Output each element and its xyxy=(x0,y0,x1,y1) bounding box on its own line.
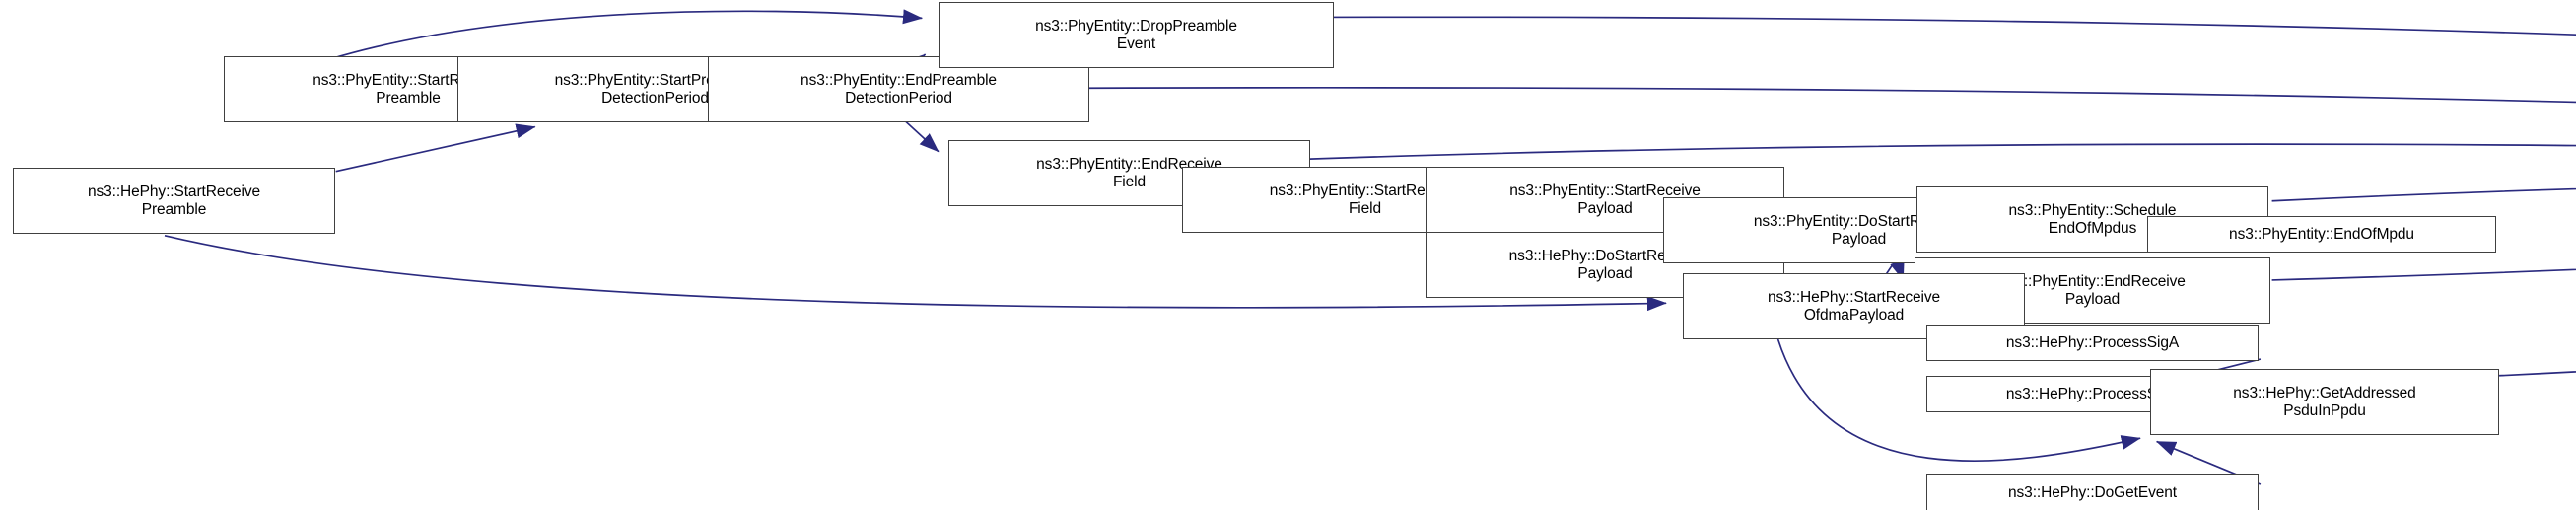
edge-n16-n18 xyxy=(2499,371,2576,377)
graph-node-n12[interactable]: ns3::PhyEntity::EndOfMpdu xyxy=(2147,216,2496,253)
edge-n1-n4 xyxy=(328,9,924,60)
graph-node-n16[interactable]: ns3::HePhy::GetAddressed PsduInPpdu xyxy=(2150,369,2499,435)
edge-n10-n18 xyxy=(2271,187,2576,202)
graph-node-n14[interactable]: ns3::HePhy::ProcessSigA xyxy=(1926,325,2259,361)
edge-n4-n18 xyxy=(1142,16,2576,36)
graph-node-n0[interactable]: ns3::HePhy::StartReceive Preamble xyxy=(13,168,335,234)
graph-node-n17[interactable]: ns3::HePhy::DoGetEvent xyxy=(1926,474,2259,510)
graph-node-n4[interactable]: ns3::PhyEntity::DropPreamble Event xyxy=(939,2,1334,68)
edge-n0-n1 xyxy=(335,123,536,173)
